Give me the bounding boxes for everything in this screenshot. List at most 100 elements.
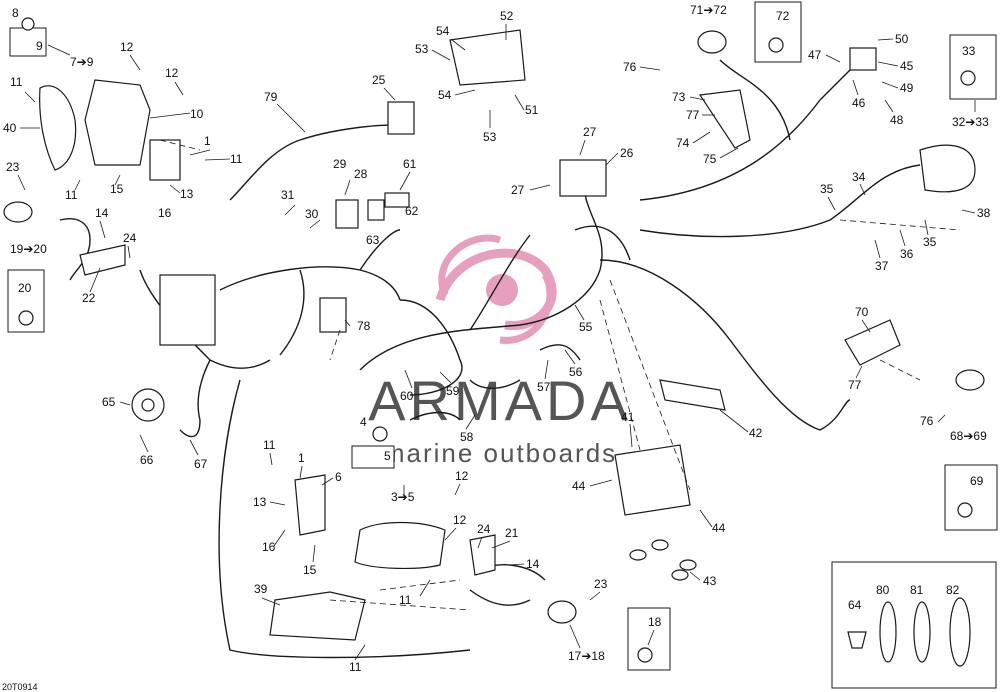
callout-labels: 8 9 7➔9 12 12 10 11 40 1 11 11 15 13 16 … (3, 3, 991, 674)
bracket-42 (659, 379, 726, 411)
callout-79: 79 (264, 90, 278, 104)
sensor-45 (849, 47, 877, 71)
callout-78: 78 (357, 319, 371, 333)
callout-11d: 11 (263, 438, 276, 452)
callout-35b: 35 (923, 235, 937, 249)
bulb-8-icon (21, 17, 35, 31)
drawing-code: 20T0914 (2, 682, 38, 692)
callout-30: 30 (305, 207, 319, 221)
callout-12a: 12 (120, 40, 134, 54)
callout-48: 48 (890, 113, 904, 127)
bracket-51 (449, 29, 526, 86)
callout-80: 80 (876, 583, 890, 597)
horn-65-center (141, 398, 155, 412)
callout-60: 60 (400, 389, 414, 403)
bracket-70 (844, 319, 901, 366)
callout-76b: 76 (920, 414, 934, 428)
callout-50: 50 (895, 32, 909, 46)
grommet-43b (651, 539, 669, 551)
headlight-cover-39 (269, 591, 366, 641)
callout-13b: 13 (253, 495, 267, 509)
bulb-18-icon (637, 647, 653, 663)
bulb-4-icon (372, 426, 388, 442)
callout-68-to-69: 68➔69 (950, 429, 987, 443)
callout-3-to-5: 3➔5 (391, 490, 415, 504)
callout-47: 47 (808, 48, 822, 62)
left-headlight-lens-40 (39, 85, 77, 171)
callout-24b: 24 (477, 522, 491, 536)
callout-23a: 23 (6, 160, 20, 174)
callout-52: 52 (500, 9, 514, 23)
turn-signal-left-19 (3, 201, 33, 223)
callout-25: 25 (372, 73, 386, 87)
callout-46: 46 (852, 96, 866, 110)
callout-35a: 35 (820, 182, 834, 196)
callout-44a: 44 (572, 479, 586, 493)
callout-74: 74 (676, 136, 690, 150)
callout-77a: 77 (686, 108, 700, 122)
callout-53b: 53 (483, 130, 497, 144)
module-26 (559, 159, 607, 197)
clamp-80-icon (879, 601, 897, 663)
callout-12d: 12 (453, 513, 467, 527)
callout-42: 42 (749, 426, 763, 440)
bracket-73 (698, 89, 751, 149)
battery-41 (614, 444, 691, 516)
callout-45: 45 (900, 59, 914, 73)
callout-12b: 12 (165, 66, 179, 80)
callout-27a: 27 (583, 125, 597, 139)
callout-27b: 27 (511, 183, 525, 197)
connector-62 (384, 192, 410, 208)
callout-70: 70 (855, 305, 869, 319)
callout-41: 41 (621, 410, 635, 424)
callout-19-to-20: 19➔20 (10, 242, 47, 256)
callout-82: 82 (946, 583, 960, 597)
bulb-8-box (9, 27, 47, 57)
grommet-43a (629, 549, 647, 561)
relay-25 (387, 101, 415, 135)
callout-54a: 54 (436, 24, 450, 38)
bulb-33-icon (960, 70, 976, 86)
callout-6: 6 (335, 470, 342, 484)
callout-14a: 14 (95, 206, 109, 220)
callout-66: 66 (140, 453, 154, 467)
callout-37: 37 (875, 259, 889, 273)
grommet-43d (679, 559, 697, 571)
callout-43: 43 (703, 574, 717, 588)
callout-65: 65 (102, 395, 116, 409)
callout-59: 59 (446, 384, 460, 398)
callout-77b: 77 (848, 378, 862, 392)
callout-51: 51 (525, 103, 539, 117)
bulb-69-icon (957, 502, 973, 518)
callout-17-to-18: 17➔18 (568, 649, 605, 663)
callout-11b: 11 (230, 152, 243, 166)
bulb-72-icon (768, 37, 784, 53)
clamp-82-icon (949, 597, 971, 667)
callout-1a: 1 (204, 134, 211, 148)
callout-67: 67 (194, 457, 208, 471)
bracket-21 (469, 534, 496, 576)
callout-8: 8 (12, 6, 19, 20)
dashed-leaders (159, 139, 961, 611)
callout-39: 39 (254, 582, 268, 596)
callout-18: 18 (648, 615, 662, 629)
callout-15a: 15 (110, 182, 124, 196)
callout-61: 61 (403, 157, 417, 171)
ignition-switch-28 (335, 199, 359, 229)
callout-63: 63 (366, 233, 380, 247)
callout-22: 22 (82, 291, 96, 305)
callout-56: 56 (569, 365, 583, 379)
watermark-logo-icon (435, 234, 557, 344)
callout-16b: 16 (262, 540, 276, 554)
callout-40: 40 (3, 121, 17, 135)
callout-33: 33 (962, 44, 976, 58)
callout-58: 58 (460, 430, 474, 444)
callout-75: 75 (703, 152, 717, 166)
callout-32-to-33: 32➔33 (952, 115, 989, 129)
callout-69: 69 (970, 474, 984, 488)
callout-5: 5 (384, 449, 391, 463)
watermark: ARMADA marine outboards (368, 234, 628, 468)
callout-9: 9 (36, 39, 43, 53)
callout-28: 28 (354, 167, 368, 181)
callout-16a: 16 (158, 206, 172, 220)
